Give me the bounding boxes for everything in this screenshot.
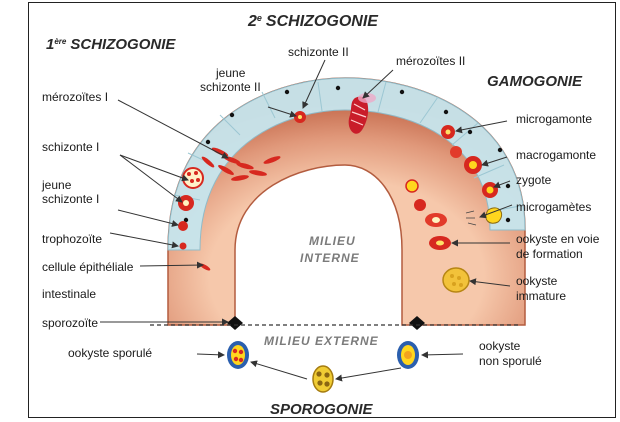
label-ookyste-voie-a: ookyste en voie — [516, 232, 600, 246]
label-jeune-schizonte-2-a: jeune — [215, 66, 246, 80]
label-cellule-a: cellule épithéliale — [42, 260, 134, 274]
label-trophozoite: trophozoïte — [42, 232, 102, 246]
milieu-externe: MILIEU EXTERNE — [264, 334, 379, 348]
label-ookyste-sporule: ookyste sporulé — [68, 346, 152, 360]
label-merozoites-2: mérozoïtes II — [396, 54, 465, 68]
gamogonie-heading: GAMOGONIE — [487, 73, 583, 90]
milieu-interne-line1: MILIEU — [309, 234, 356, 248]
label-schizonte-2: schizonte II — [288, 45, 349, 59]
sporogonie-heading: SPOROGONIE — [270, 401, 374, 418]
label-cellule-b: intestinale — [42, 287, 96, 301]
label-schizonte-1: schizonte I — [42, 140, 99, 154]
tissue-base-markers — [227, 316, 425, 330]
ookyste-icon — [227, 341, 419, 392]
label-sporozoite: sporozoïte — [42, 316, 98, 330]
label-ookyste-voie-b: de formation — [516, 247, 583, 261]
label-ookyste-immature-a: ookyste — [516, 274, 558, 288]
label-microgamonte: microgamonte — [516, 112, 592, 126]
label-ookyste-immature-b: immature — [516, 289, 566, 303]
label-merozoites-1: mérozoïtes I — [42, 90, 108, 104]
label-jeune-schizonte-1-a: jeune — [41, 178, 72, 192]
label-macrogamonte: macrogamonte — [516, 148, 596, 162]
intestinal-tissue-arch — [168, 78, 525, 325]
label-ookyste-non-sporule-b: non sporulé — [479, 354, 542, 368]
label-jeune-schizonte-2-b: schizonte II — [200, 80, 261, 94]
label-zygote: zygote — [516, 173, 552, 187]
label-microgametes: microgamètes — [516, 200, 591, 214]
ookyste-immature-icon — [443, 268, 469, 292]
milieu-interne-line2: INTERNE — [300, 251, 360, 265]
label-ookyste-non-sporule-a: ookyste — [479, 339, 521, 353]
label-jeune-schizonte-1-b: schizonte I — [42, 192, 99, 206]
